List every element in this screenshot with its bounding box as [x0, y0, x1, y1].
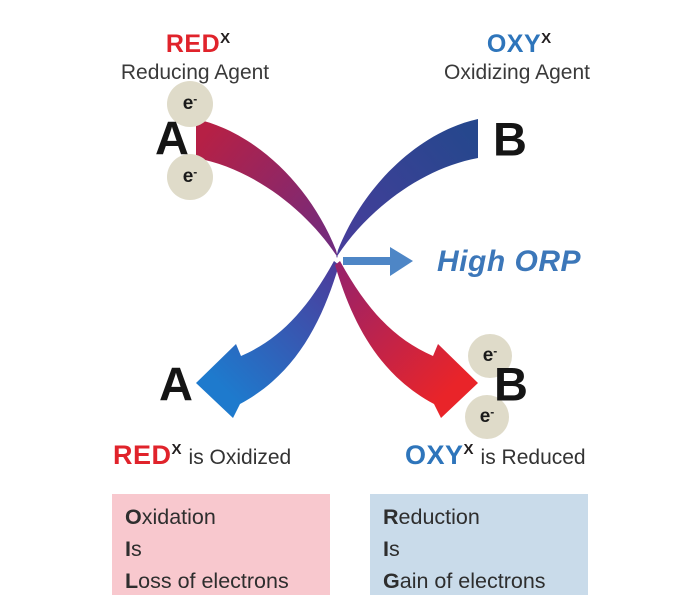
mnemonic-line: Oxidation [125, 501, 330, 533]
electron-icon: e- [468, 334, 512, 378]
oxidizing-agent-label: Oxidizing Agent [444, 61, 590, 84]
mnemonic-initial: L [125, 569, 139, 593]
electron-icon: e- [465, 395, 509, 439]
mnemonic-initial: R [383, 505, 399, 529]
mnemonic-line: Loss of electrons [125, 565, 330, 597]
mnemonic-rest: eduction [398, 505, 480, 529]
redx-title: REDX [166, 30, 230, 59]
mnemonic-initial: I [125, 537, 131, 561]
redx-title-superscript: X [220, 30, 231, 47]
electron-icon: e- [167, 81, 213, 127]
caption-oxidized-text: is Oxidized [188, 446, 292, 469]
electron-superscript: - [193, 165, 198, 179]
caption-oxyx-main: OXY [405, 440, 464, 470]
electron-label: e [479, 406, 491, 427]
electron-icon: e- [167, 154, 213, 200]
high-orp-arrow-icon [343, 247, 413, 276]
redx-title-main: RED [165, 30, 221, 58]
electron-superscript: - [493, 344, 498, 358]
electron-label: e [182, 166, 194, 187]
species-a-bottom: A [159, 357, 193, 411]
species-b-bottom: B [494, 357, 528, 411]
arrow-center-to-a-bottom [196, 261, 339, 418]
reduction-mnemonic-box: Reduction Is Gain of electrons [370, 494, 588, 595]
high-orp-label: High ORP [437, 245, 581, 278]
mnemonic-initial: O [125, 505, 142, 529]
oxidation-mnemonic-box: Oxidation Is Loss of electrons [112, 494, 330, 595]
mnemonic-line: Is [383, 533, 588, 565]
mnemonic-rest: ain of electrons [399, 569, 546, 593]
electron-label: e [482, 345, 494, 366]
caption-redx-main: RED [113, 440, 172, 470]
caption-redx-superscript: X [171, 441, 182, 458]
oxyx-title: OXYX [487, 30, 551, 59]
electron-superscript: - [490, 405, 495, 419]
oxyx-title-superscript: X [541, 30, 552, 47]
caption-oxyx-superscript: X [463, 441, 474, 458]
mnemonic-initial: I [383, 537, 389, 561]
mnemonic-rest: oss of electrons [138, 569, 289, 593]
mnemonic-rest: s [388, 537, 400, 561]
electron-superscript: - [193, 92, 198, 106]
mnemonic-initial: G [383, 569, 400, 593]
oxyx-title-main: OXY [486, 30, 542, 58]
mnemonic-rest: s [130, 537, 142, 561]
mnemonic-line: Reduction [383, 501, 588, 533]
mnemonic-line: Is [125, 533, 330, 565]
mnemonic-rest: xidation [141, 505, 216, 529]
caption-reduced-text: is Reduced [480, 446, 586, 469]
mnemonic-line: Gain of electrons [383, 565, 588, 597]
band-a-top-to-center [196, 119, 338, 258]
species-a-top: A [155, 111, 189, 165]
band-b-top-to-center [336, 119, 478, 258]
species-b-top: B [493, 112, 527, 166]
reducing-agent-label: Reducing Agent [120, 61, 270, 84]
arrow-center-to-b-bottom [335, 261, 478, 418]
electron-label: e [182, 93, 194, 114]
